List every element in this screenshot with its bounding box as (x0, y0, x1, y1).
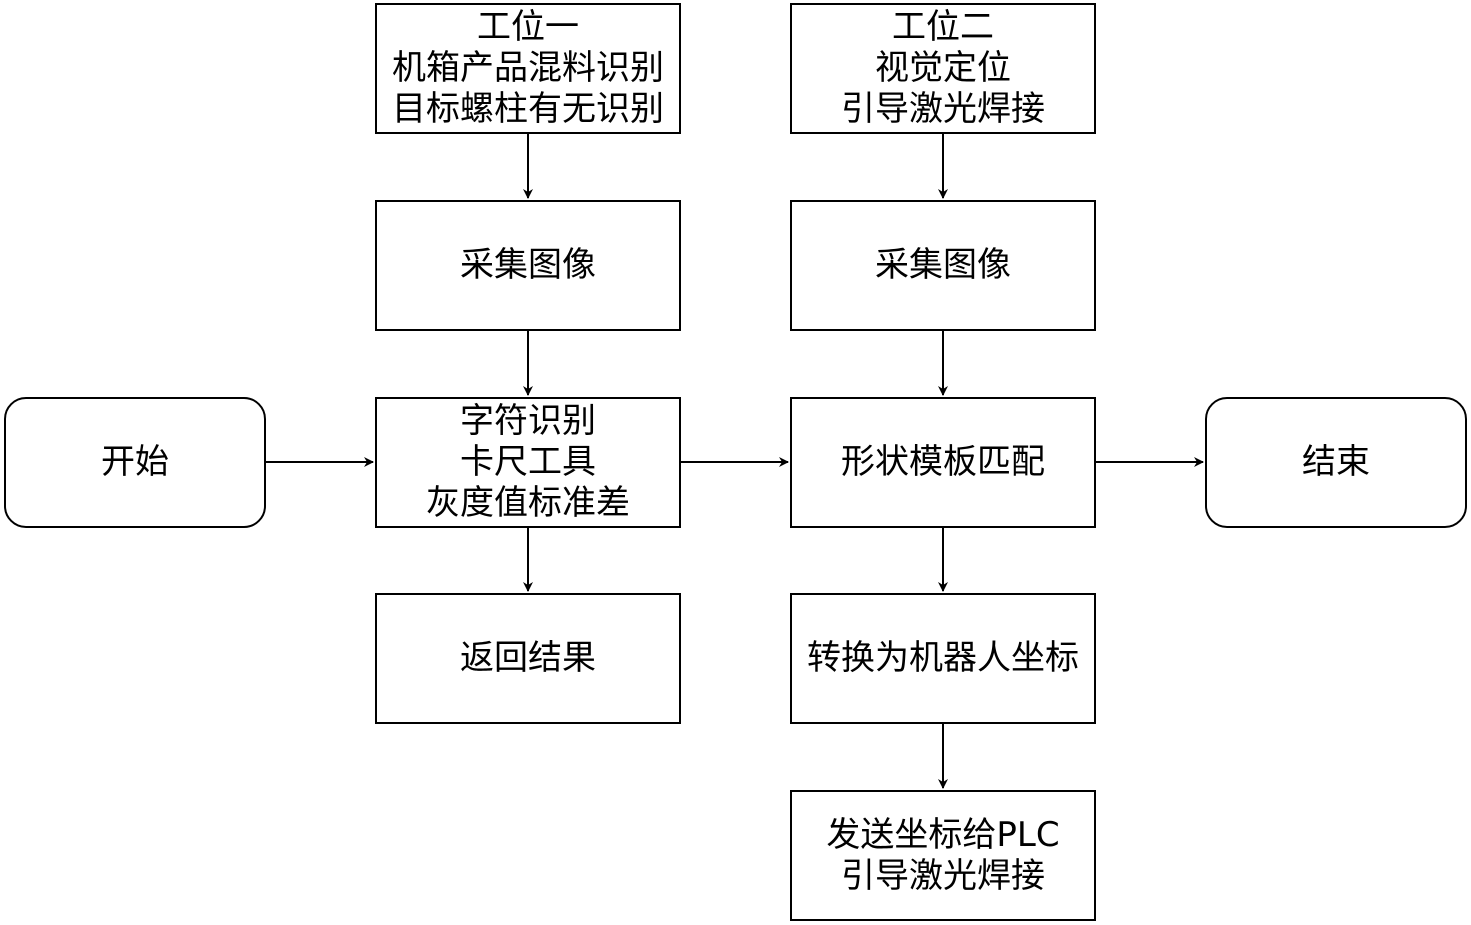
start-label: 开始 (101, 442, 169, 483)
node-text-line: 目标螺柱有无识别 (392, 89, 664, 129)
shape-match-node: 形状模板匹配 (790, 397, 1096, 528)
node-text-line: 发送坐标给PLC (826, 814, 1060, 855)
capture2-label: 采集图像 (875, 245, 1011, 286)
node-text-line: 工位二 (892, 7, 994, 47)
node-text-line: 形状模板匹配 (841, 442, 1045, 482)
capture1-node: 采集图像 (375, 200, 681, 331)
node-text-line: 视觉定位 (875, 48, 1011, 88)
station2-label: 工位二视觉定位引导激光焊接 (841, 7, 1045, 130)
station1-label: 工位一机箱产品混料识别目标螺柱有无识别 (392, 7, 664, 130)
node-text-line: 开始 (101, 442, 169, 482)
node-text-line: 字符识别 (460, 401, 596, 441)
node-text-line: 采集图像 (460, 245, 596, 285)
node-text-line: 采集图像 (875, 245, 1011, 285)
convert-coords-label: 转换为机器人坐标 (807, 638, 1079, 679)
return-result-node: 返回结果 (375, 593, 681, 724)
end-label: 结束 (1302, 442, 1370, 483)
station1-node: 工位一机箱产品混料识别目标螺柱有无识别 (375, 3, 681, 134)
return-result-label: 返回结果 (460, 638, 596, 679)
capture2-node: 采集图像 (790, 200, 1096, 331)
station2-node: 工位二视觉定位引导激光焊接 (790, 3, 1096, 134)
tools-label: 字符识别卡尺工具灰度值标准差 (426, 401, 630, 524)
node-text-line: 引导激光焊接 (841, 855, 1045, 896)
node-text-line: 结束 (1302, 442, 1370, 482)
node-text-line: 灰度值标准差 (426, 483, 630, 523)
shape-match-label: 形状模板匹配 (841, 442, 1045, 483)
node-text-line: 引导激光焊接 (841, 89, 1045, 129)
node-text-line: 卡尺工具 (460, 442, 596, 482)
convert-coords-node: 转换为机器人坐标 (790, 593, 1096, 724)
node-text-line: 转换为机器人坐标 (807, 638, 1079, 678)
tools-node: 字符识别卡尺工具灰度值标准差 (375, 397, 681, 528)
end-node: 结束 (1205, 397, 1467, 528)
node-text-line: 返回结果 (460, 638, 596, 678)
start-node: 开始 (4, 397, 266, 528)
node-text-line: 机箱产品混料识别 (392, 48, 664, 88)
capture1-label: 采集图像 (460, 245, 596, 286)
node-text-line: 工位一 (477, 7, 579, 47)
